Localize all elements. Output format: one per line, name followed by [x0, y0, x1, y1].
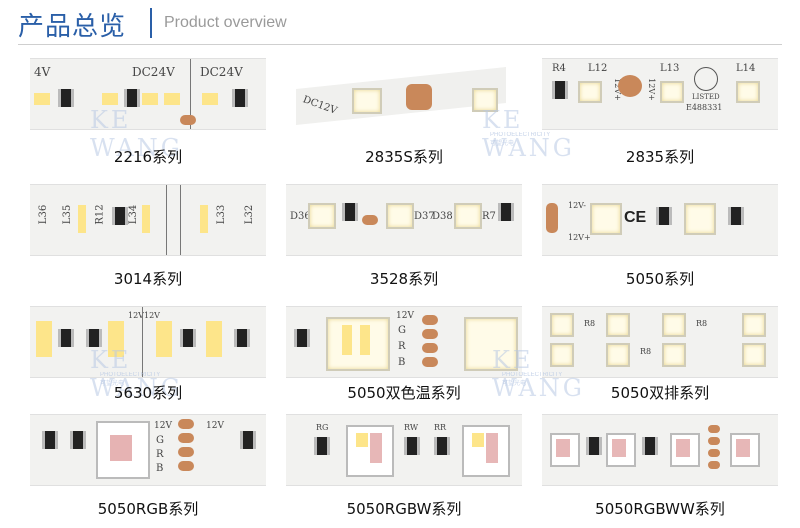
product-label: 5050系列	[625, 270, 695, 288]
strip-text: L33	[216, 204, 228, 225]
strip-text: B	[398, 357, 406, 368]
led-strip-image: D36 D37 D38 R7	[286, 184, 522, 256]
strip-text: L13	[660, 63, 680, 74]
watermark: KE WANG	[90, 106, 183, 162]
strip-text: 12V+	[568, 233, 591, 242]
strip-text: L34	[128, 204, 140, 225]
led-strip-image: R8 R8 R8	[542, 306, 778, 378]
strip-text: D38	[432, 211, 453, 222]
strip-text: 12V	[396, 311, 414, 321]
strip-text: G	[398, 325, 406, 336]
title-divider	[150, 8, 152, 38]
page-subtitle: Product overview	[164, 14, 287, 31]
led-strip-image: DC12V	[286, 58, 522, 128]
strip-text: DC24V	[132, 65, 175, 79]
watermark: KE WANG	[90, 346, 183, 402]
strip-text: G	[156, 435, 164, 446]
product-label: 5050RGBWW系列	[595, 500, 725, 518]
product-label: 2835S系列	[365, 148, 443, 166]
led-strip-image: 12V G R B 12V	[30, 414, 266, 486]
strip-text: 4V	[34, 65, 51, 79]
strip-text: 12V	[154, 421, 172, 431]
watermark: KE WANG	[482, 106, 575, 162]
strip-text: 12V-	[568, 201, 586, 210]
led-strip-image: 12V 12V	[30, 306, 266, 378]
led-strip-image: R4 L12 L13 L14 12V+ 12V+ LISTED E488331	[542, 58, 778, 130]
page-title: 产品总览	[18, 12, 127, 42]
strip-text: L12	[588, 63, 608, 74]
watermark: KE WANG	[492, 346, 585, 402]
led-strip-image: RG RW RR	[286, 414, 522, 486]
led-strip-image: 4V DC24V DC24V	[30, 58, 266, 130]
strip-text: RG	[316, 423, 329, 432]
strip-text: R	[156, 449, 164, 460]
strip-text: CE	[624, 209, 647, 226]
strip-text: D37	[414, 211, 435, 222]
strip-text: 12V	[128, 311, 144, 320]
header-rule	[18, 44, 782, 45]
strip-text: R	[398, 341, 406, 352]
strip-text: 12V	[144, 311, 160, 320]
product-label: 2216系列	[113, 148, 183, 166]
strip-text: 12V	[206, 421, 224, 431]
product-label: 2835系列	[625, 148, 695, 166]
strip-text: R12	[94, 204, 106, 225]
product-label: 3014系列	[113, 270, 183, 288]
strip-text: LISTED	[692, 93, 720, 101]
product-label: 5630系列	[113, 384, 183, 402]
strip-text: L32	[244, 204, 256, 225]
watermark-sub: PHOTOELECTRICITY 可望光电	[502, 372, 563, 387]
strip-text: R8	[640, 347, 652, 356]
led-strip-image: 12V- 12V+ CE	[542, 184, 778, 256]
strip-text: 12V+	[646, 78, 656, 101]
led-strip-image: 12V G R B	[286, 306, 522, 378]
product-label: 5050双排系列	[610, 384, 710, 402]
strip-text: R8	[696, 319, 708, 328]
product-label: 5050RGBW系列	[346, 500, 462, 518]
watermark-sub: PHOTOELECTRICITY 可望光电	[490, 132, 551, 147]
strip-text: R8	[584, 319, 596, 328]
led-strip-image	[542, 414, 778, 486]
strip-text: RR	[434, 423, 447, 432]
strip-text: DC24V	[200, 65, 243, 79]
strip-text: R4	[552, 63, 566, 74]
watermark-sub: PHOTOELECTRICITY 可望光电	[100, 372, 161, 387]
led-strip-image: L36 L35 R12 L34 L33 L32	[30, 184, 266, 256]
strip-text: L14	[736, 63, 756, 74]
strip-text: R7	[482, 211, 496, 222]
strip-text: B	[156, 463, 164, 474]
strip-text: D36	[290, 211, 311, 222]
strip-text: L35	[62, 204, 74, 225]
product-label: 3528系列	[369, 270, 439, 288]
product-label: 5050双色温系列	[347, 384, 461, 402]
strip-text: L36	[38, 204, 50, 225]
page-header: 产品总览 Product overview	[0, 0, 800, 46]
strip-text: RW	[404, 423, 419, 432]
strip-text: E488331	[686, 103, 723, 112]
product-label: 5050RGB系列	[97, 500, 199, 518]
